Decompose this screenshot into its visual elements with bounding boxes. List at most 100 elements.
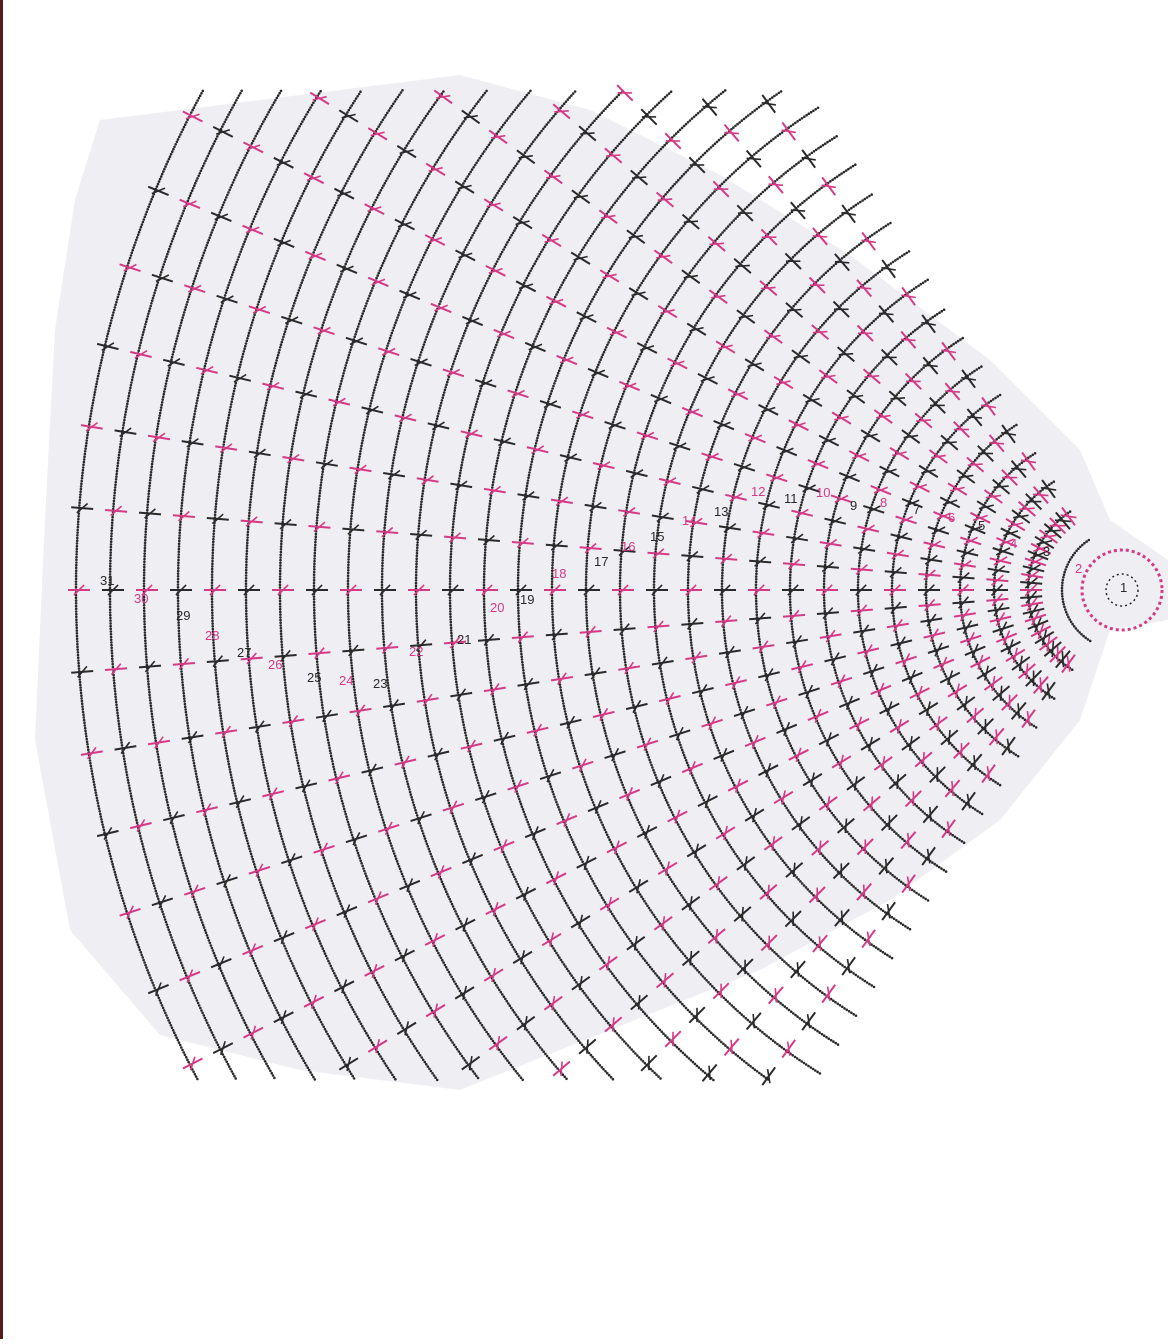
chain-dot — [662, 494, 665, 497]
chain-dot — [1079, 546, 1082, 549]
chain-dot — [483, 570, 486, 573]
chain-dot — [534, 917, 537, 920]
chain-dot — [727, 658, 730, 661]
chain-dot — [758, 757, 761, 760]
chain-dot — [958, 839, 961, 842]
chain-dot — [555, 801, 558, 804]
chain-dot — [588, 999, 591, 1002]
chain-dot — [987, 732, 990, 735]
chain-dot — [635, 229, 638, 232]
chain-dot — [484, 554, 487, 557]
chain-dot — [598, 471, 601, 474]
chain-dot — [1066, 613, 1069, 616]
chain-dot — [958, 381, 961, 384]
chain-dot — [928, 409, 931, 412]
chain-dot — [733, 959, 736, 962]
chain-dot — [517, 571, 520, 574]
chain-dot — [843, 1007, 846, 1010]
chain-dot — [814, 942, 817, 945]
chain-dot — [681, 175, 684, 178]
chain-dot — [789, 595, 792, 598]
chain-dot — [809, 287, 812, 290]
chain-dot — [520, 647, 523, 650]
chain-dot — [704, 466, 707, 469]
chain-dot — [576, 758, 579, 761]
chain-dot — [932, 535, 935, 538]
chain-dot — [792, 636, 795, 639]
chain-dot — [918, 893, 921, 896]
chain-dot — [781, 1004, 784, 1007]
chain-dot — [564, 277, 567, 280]
chain-dot — [654, 616, 657, 619]
chain-dot — [683, 1005, 686, 1008]
chain-dot — [680, 746, 683, 749]
chain-dot — [542, 931, 545, 934]
chain-dot — [521, 805, 524, 808]
chain-dot — [833, 866, 836, 869]
chain-dot — [571, 339, 574, 342]
chain-dot — [635, 816, 638, 819]
chain-dot — [538, 330, 541, 333]
chain-dot — [995, 615, 998, 618]
chain-dot — [614, 977, 617, 980]
chain-dot — [459, 475, 462, 478]
chain-dot — [554, 654, 557, 657]
chain-dot — [449, 618, 452, 621]
chain-dot — [511, 777, 514, 780]
chain-dot — [1071, 623, 1074, 626]
chain-dot — [924, 280, 927, 283]
chain-dot — [583, 992, 586, 995]
chain-dot — [936, 655, 939, 658]
chain-dot — [585, 783, 588, 786]
chain-dot — [584, 312, 587, 315]
chain-dot — [524, 363, 527, 366]
chain-dot — [742, 801, 745, 804]
chain-dot — [823, 273, 826, 276]
chain-dot — [585, 587, 588, 590]
chain-dot — [920, 895, 923, 898]
chain-dot — [723, 629, 726, 632]
chain-dot — [730, 846, 733, 849]
chain-dot — [710, 1032, 713, 1035]
chain-dot — [951, 434, 954, 437]
chain-dot — [803, 884, 806, 887]
chain-dot — [823, 577, 826, 580]
chain-dot — [983, 773, 986, 776]
chain-dot — [995, 566, 998, 569]
chain-dot — [691, 649, 694, 652]
chain-dot — [468, 429, 471, 432]
chain-dot — [536, 919, 539, 922]
chain-dot — [670, 367, 673, 370]
chain-dot — [592, 880, 595, 883]
chain-dot — [931, 861, 934, 864]
chain-dot — [834, 915, 837, 918]
chain-dot — [881, 700, 884, 703]
chain-dot — [1001, 480, 1004, 483]
chain-dot — [929, 632, 932, 635]
chain-dot — [972, 807, 975, 810]
chain-dot — [847, 472, 850, 475]
chain-dot — [521, 661, 524, 664]
chain-dot — [517, 579, 520, 582]
chain-dot — [979, 408, 982, 411]
chain-dot — [640, 826, 643, 829]
chain-dot — [682, 345, 685, 348]
chain-dot — [641, 828, 644, 831]
chain-dot — [847, 925, 850, 928]
chain-dot — [529, 712, 532, 715]
chain-dot — [600, 460, 603, 463]
chain-dot — [588, 652, 591, 655]
chain-dot — [642, 898, 645, 901]
chain-dot — [449, 561, 452, 564]
chain-dot — [1036, 684, 1039, 687]
chain-dot — [623, 789, 626, 792]
chain-dot — [942, 734, 945, 737]
chain-dot — [653, 771, 656, 774]
chain-dot — [879, 949, 882, 952]
chain-dot — [730, 674, 733, 677]
chain-dot — [849, 250, 852, 253]
chain-dot — [496, 341, 499, 344]
chain-dot — [647, 1017, 650, 1020]
chain-dot — [460, 466, 463, 469]
chain-dot — [476, 398, 479, 401]
